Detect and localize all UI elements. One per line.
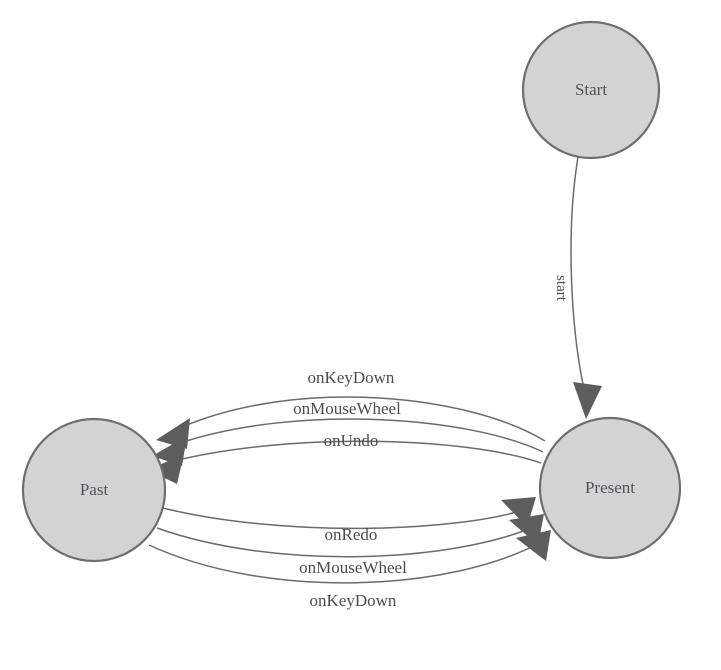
edge-start-to-present[interactable]: start: [553, 156, 602, 419]
edge-label-present-past-onundo: onUndo: [324, 431, 379, 450]
node-present[interactable]: Present: [538, 416, 682, 560]
edge-present-to-past-onkeydown-path: [181, 396, 546, 442]
node-present-label: Present: [585, 478, 635, 497]
edge-past-to-present-onredo[interactable]: onRedo: [162, 497, 536, 544]
node-past[interactable]: Past: [21, 417, 167, 563]
edge-past-to-present-onmousewheel[interactable]: onMouseWheel: [156, 514, 544, 577]
edge-label-past-present-onkeydown: onKeyDown: [310, 591, 397, 610]
edge-start-to-present-arrowhead: [573, 382, 602, 419]
edge-present-to-past-onmousewheel-path: [176, 418, 544, 453]
node-past-circle: [21, 417, 167, 563]
edge-start-to-present-path: [570, 156, 587, 399]
edge-present-to-past-onundo[interactable]: onUndo: [148, 431, 542, 484]
node-start[interactable]: Start: [521, 20, 661, 160]
edge-label-past-present-onredo: onRedo: [325, 525, 378, 544]
edge-label-present-past-onmousewheel: onMouseWheel: [293, 399, 401, 418]
edge-past-to-present-onredo-path: [162, 507, 528, 530]
node-start-circle: [521, 20, 661, 160]
edge-past-to-present-onkeydown-path: [148, 540, 544, 584]
edge-label-past-present-onmousewheel: onMouseWheel: [299, 558, 407, 577]
edge-present-to-past-onundo-path: [173, 440, 542, 464]
node-start-label: Start: [575, 80, 607, 99]
edge-past-to-present-onkeydown-arrowhead: [516, 530, 551, 561]
edge-present-to-past-onundo-arrowhead: [148, 454, 184, 484]
edge-label-present-past-onkeydown: onKeyDown: [308, 368, 395, 387]
node-past-label: Past: [80, 480, 109, 499]
node-present-circle: [538, 416, 682, 560]
edge-past-to-present-onkeydown[interactable]: onKeyDown: [148, 530, 551, 610]
edge-past-to-present-onmousewheel-path: [156, 525, 537, 558]
edge-label-start: start: [553, 275, 569, 302]
